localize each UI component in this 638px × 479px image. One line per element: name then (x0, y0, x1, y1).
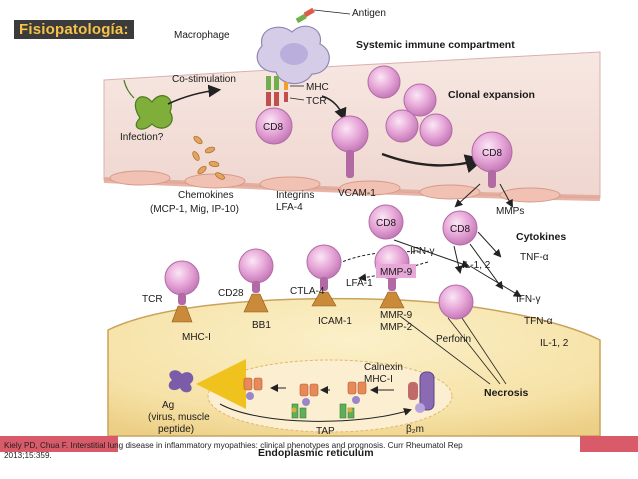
label-mmp2: MMP-2 (380, 322, 413, 333)
label-er: Endoplasmic reticulum (258, 447, 374, 459)
label-infection: Infection? (120, 132, 164, 143)
mmp9-tag-bg (376, 264, 416, 278)
label-il12-right: IL-1, 2 (540, 338, 569, 349)
arrow-to-clonal (321, 95, 347, 121)
endothelial-cells (109, 170, 561, 203)
label-mmps: MMPs (496, 206, 524, 217)
label-lfa1: LFA-1 (346, 278, 373, 289)
label-il12-mid: IL-1, 2 (462, 260, 491, 271)
label-chemokines-list: (MCP-1, Mig, IP-10) (150, 204, 239, 215)
label-perforin: Perforin (436, 334, 471, 345)
label-ag: Ag (162, 400, 174, 411)
label-cd8-top: CD8 (263, 122, 283, 133)
label-mhc: MHC (306, 82, 329, 93)
accent-bar-right (580, 436, 638, 452)
label-cd8-a: CD8 (376, 218, 396, 229)
label-mmp9: MMP-9 (380, 310, 413, 321)
label-lfa4: LFA-4 (276, 202, 303, 213)
t-cell-integrin (331, 115, 369, 153)
cd8-cell-top (255, 107, 293, 145)
label-tcr-bottom: TCR (142, 294, 163, 305)
label-antigen: Antigen (352, 8, 386, 19)
label-tnf: TNF-α (520, 252, 549, 263)
muscle-receptors (171, 291, 405, 323)
label-tap: TAP (316, 426, 335, 437)
accent-bar-left (0, 436, 118, 452)
label-icam: ICAM-1 (318, 316, 352, 327)
label-chemokines: Chemokines (178, 190, 234, 201)
antigen-icon (295, 7, 351, 24)
label-cd8-b: CD8 (450, 224, 470, 235)
label-vcam: VCAM-1 (338, 188, 376, 199)
t-cells-bottom (164, 244, 474, 320)
citation: Kiely PD, Chua F. Interstitial lung dise… (4, 441, 544, 461)
label-macrophage: Macrophage (174, 30, 230, 41)
integrin-stem (346, 150, 354, 178)
mhc-tcr-complex (266, 76, 305, 106)
arrow-to-cd8-right (381, 152, 485, 173)
label-clonal: Clonal expansion (448, 89, 535, 101)
label-systemic: Systemic immune compartment (356, 39, 515, 51)
clonal-expansion-cells (367, 65, 453, 147)
bacteria-icon (123, 79, 173, 130)
label-cd28: CD28 (218, 288, 244, 299)
label-bb1: BB1 (252, 320, 271, 331)
label-costim: Co-stimulation (172, 74, 236, 85)
label-integrins: Integrins (276, 190, 314, 201)
er-molecules (168, 359, 435, 422)
label-cd8-right: CD8 (482, 148, 502, 159)
arrow-il-dashed (358, 261, 429, 282)
label-mhc1-er: MHC-I (364, 374, 393, 385)
label-ag-desc2: peptide) (158, 424, 194, 435)
label-calnexin: Calnexin (364, 362, 403, 373)
label-necrosis: Necrosis (484, 387, 529, 399)
chemokine-molecules (192, 135, 225, 180)
cd8-cell-a (368, 204, 404, 240)
label-tcr-top: TCR (306, 96, 327, 107)
label-mhc1-left: MHC-I (182, 332, 211, 343)
label-cytokines: Cytokines (516, 231, 566, 243)
label-mmp9-tag: MMP-9 (380, 267, 413, 278)
label-ctla4: CTLA-4 (290, 286, 325, 297)
label-ifn-right: IFN-γ (516, 294, 540, 305)
citation-line-1: Kiely PD, Chua F. Interstitial lung dise… (4, 441, 463, 450)
label-ag-desc1: (virus, muscle (148, 412, 210, 423)
arrow-costim (167, 84, 222, 105)
label-ifn-left: IFN-γ (410, 246, 434, 257)
macrophage-cell (256, 25, 330, 85)
cd8-right-stem (488, 170, 496, 188)
slide-title: Fisiopatología: (14, 20, 134, 39)
cd8-cell-b (442, 210, 478, 246)
label-b2m: β₂m (406, 424, 424, 435)
citation-line-2: 2013;15:359. (4, 451, 52, 460)
label-tfn: TFN-α (524, 316, 553, 327)
